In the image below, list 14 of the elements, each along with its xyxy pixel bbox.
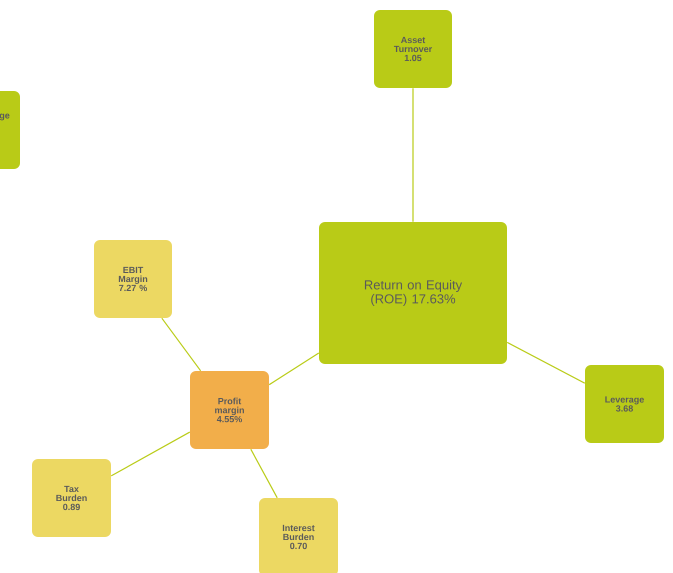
process-box: Tax Burden 0.89 [32, 459, 111, 537]
process-box: ge [0, 91, 20, 169]
center-box: Return on Equity (ROE) 17.63% [319, 222, 507, 364]
connector-line [268, 352, 320, 386]
connector-line [250, 448, 278, 498]
process-box: Asset Turnover 1.05 [374, 10, 452, 88]
process-box: EBIT Margin 7.27 % [94, 240, 172, 318]
connector-line [110, 432, 190, 476]
connector-line [412, 88, 414, 222]
process-box: Leverage 3.68 [585, 365, 664, 443]
process-box: Profit margin 4.55% [190, 371, 269, 449]
connector-line [506, 342, 586, 384]
connector-line [161, 318, 202, 372]
process-box: Interest Burden 0.70 [259, 498, 338, 573]
